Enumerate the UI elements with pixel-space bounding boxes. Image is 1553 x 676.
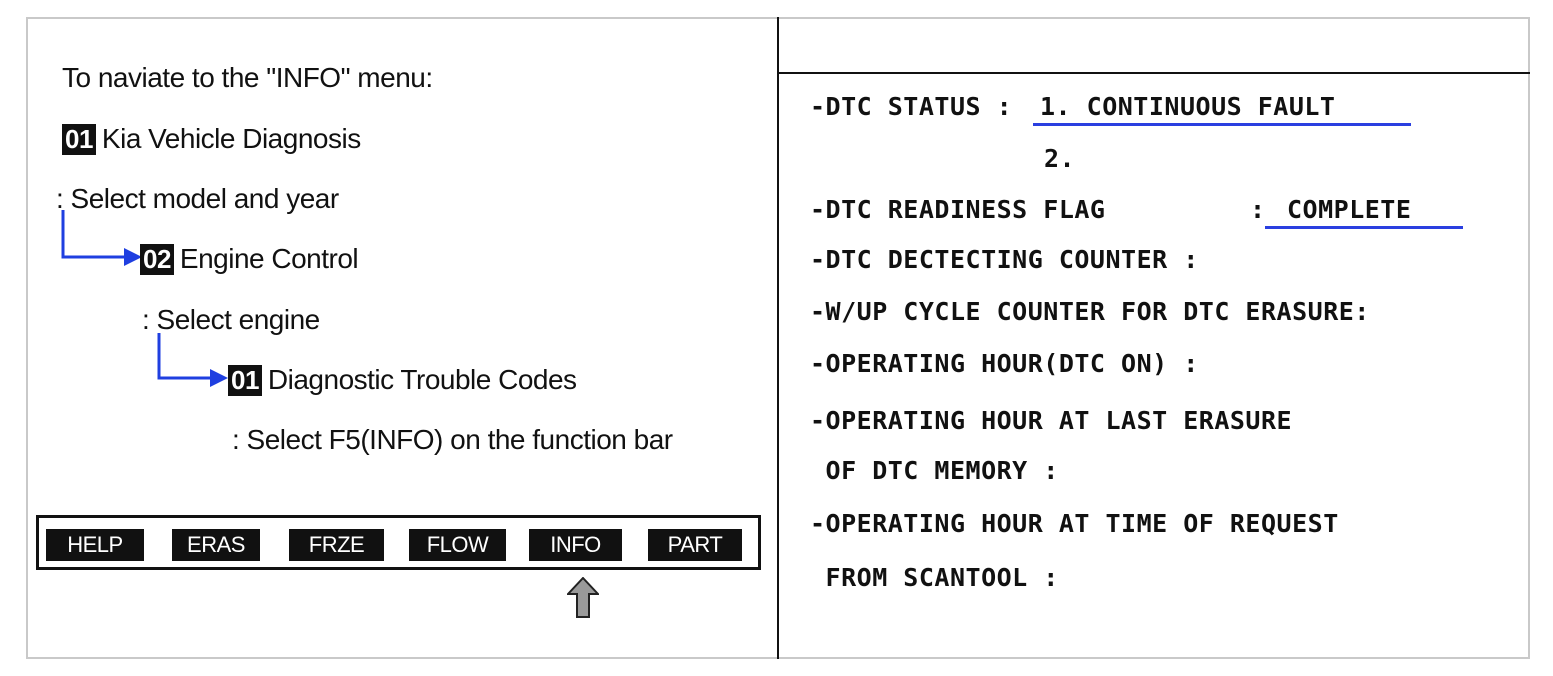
dtc-status-value: 1. CONTINUOUS FAULT: [1040, 92, 1336, 121]
readiness-label: -DTC READINESS FLAG: [810, 195, 1106, 224]
arrow-right-icon: [157, 333, 228, 387]
operating-hour: -OPERATING HOUR(DTC ON) :: [810, 349, 1199, 378]
up-arrow-icon: [567, 577, 599, 618]
request-line2: FROM SCANTOOL :: [810, 563, 1059, 592]
fkey-help-button[interactable]: HELP: [46, 529, 144, 561]
request-line1: -OPERATING HOUR AT TIME OF REQUEST: [810, 509, 1339, 538]
dtc-status-label: -DTC STATUS :: [810, 92, 1013, 121]
step1-note: : Select model and year: [56, 183, 339, 214]
intro-text: To naviate to the "INFO" menu:: [62, 62, 433, 93]
panel-divider: [777, 17, 779, 659]
function-bar: HELP ERAS FRZE FLOW INFO PART: [36, 515, 761, 570]
fkey-part-button[interactable]: PART: [648, 529, 742, 561]
step3-note: : Select F5(INFO) on the function bar: [232, 424, 673, 455]
fkey-frze-button[interactable]: FRZE: [289, 529, 384, 561]
dtc-status-value2: 2.: [1044, 144, 1076, 173]
wup-cycle-counter: -W/UP CYCLE COUNTER FOR DTC ERASURE:: [810, 297, 1370, 326]
step2-badge: 02: [140, 244, 174, 275]
detecting-counter: -DTC DECTECTING COUNTER :: [810, 245, 1199, 274]
right-panel-header-line: [779, 72, 1530, 74]
step2-note: : Select engine: [142, 304, 320, 335]
dtc-status-underline: [1033, 123, 1411, 126]
step2-label: Engine Control: [179, 243, 359, 274]
readiness-value: COMPLETE: [1287, 195, 1412, 224]
readiness-colon: :: [1250, 195, 1266, 224]
arrow-right-icon: [61, 210, 142, 266]
fkey-info-button[interactable]: INFO: [529, 529, 622, 561]
step3-badge: 01: [228, 365, 262, 396]
fkey-eras-button[interactable]: ERAS: [172, 529, 260, 561]
last-erasure-line1: -OPERATING HOUR AT LAST ERASURE: [810, 406, 1293, 435]
step1-badge: 01: [62, 124, 96, 155]
last-erasure-line2: OF DTC MEMORY :: [810, 456, 1059, 485]
step1-label: Kia Vehicle Diagnosis: [101, 123, 361, 154]
fkey-flow-button[interactable]: FLOW: [409, 529, 506, 561]
step3-label: Diagnostic Trouble Codes: [267, 364, 577, 395]
readiness-underline: [1265, 226, 1463, 229]
